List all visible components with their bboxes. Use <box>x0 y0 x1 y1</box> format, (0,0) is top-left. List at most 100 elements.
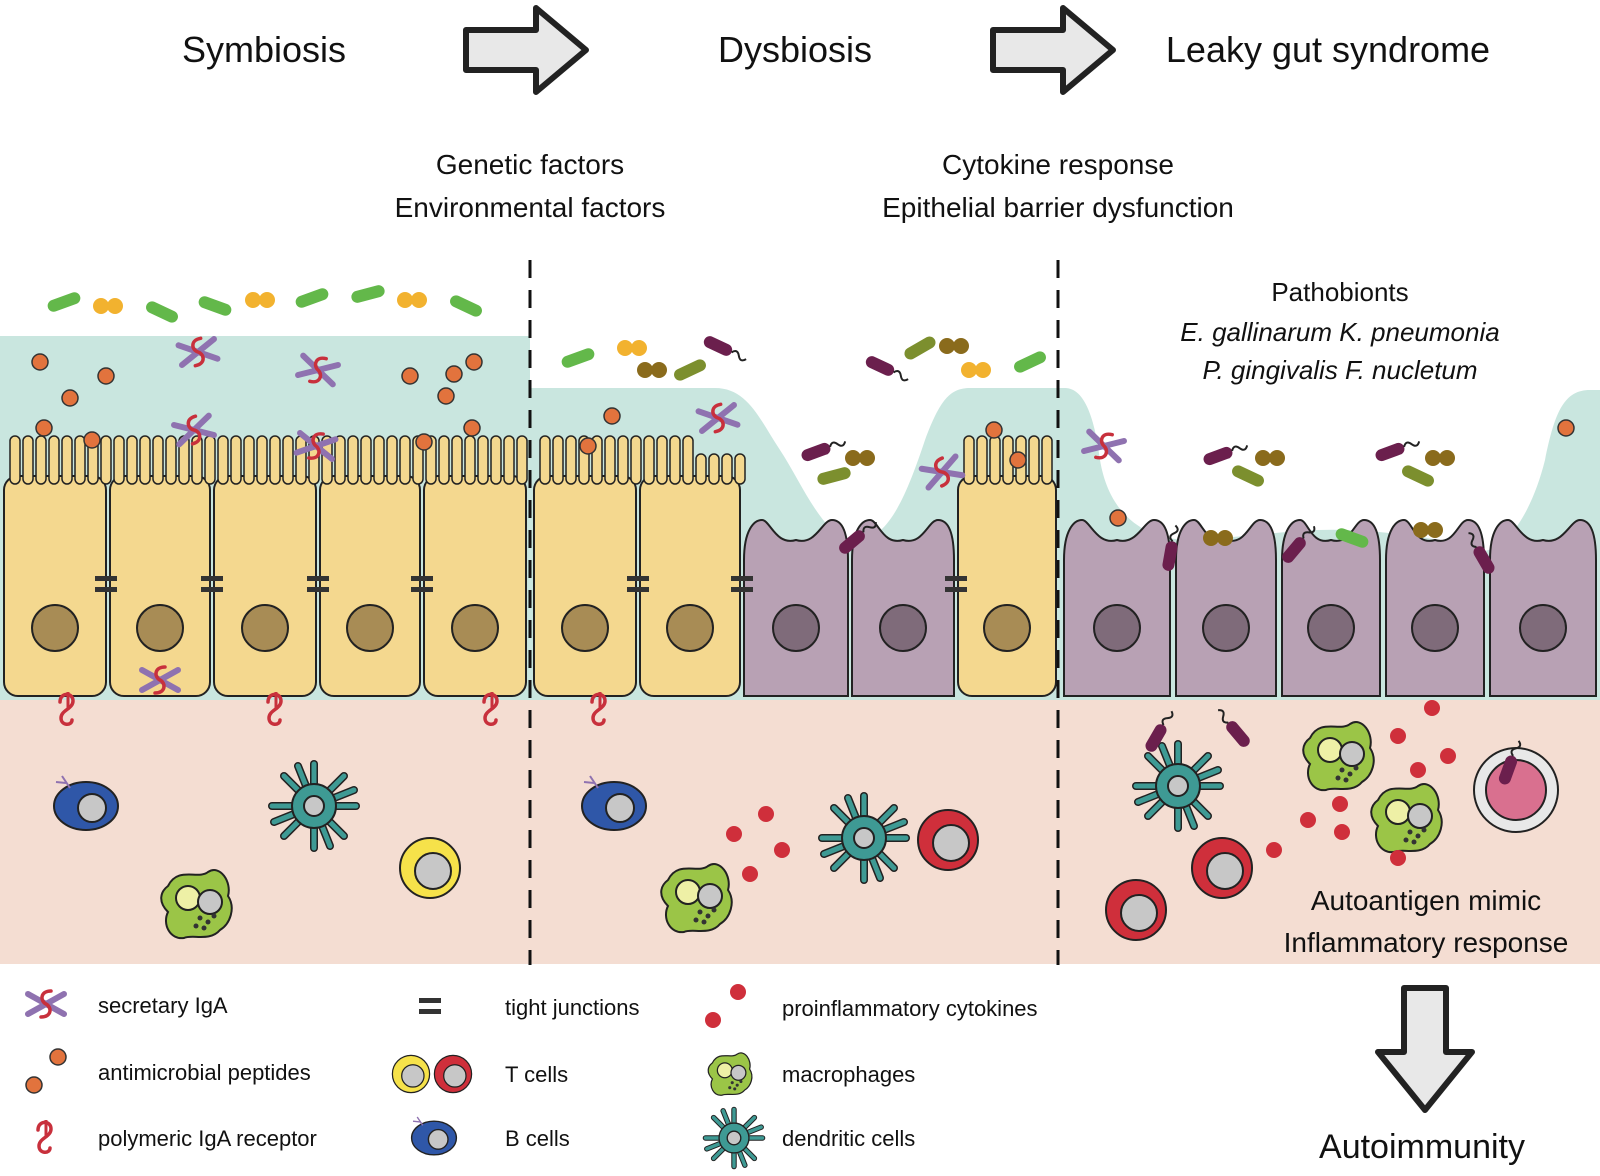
microvillus <box>191 435 203 485</box>
microvillus <box>373 435 385 485</box>
microvillus <box>126 435 138 485</box>
healthy-nucleus <box>666 604 714 652</box>
antimicrobial-peptide <box>603 407 621 425</box>
down-arrow-icon <box>1375 985 1475 1113</box>
microvillus <box>682 435 694 485</box>
olive-bacterium <box>672 357 708 383</box>
orange-diplococcus <box>961 362 991 378</box>
microvillus <box>152 435 164 485</box>
antimicrobial-peptide <box>83 431 101 449</box>
microvillus <box>976 435 988 485</box>
orange-diplococcus <box>617 340 647 356</box>
legend-tight-junction-icon <box>419 998 441 1014</box>
dendritic-cell-2 <box>822 796 906 880</box>
stage-title-symbiosis: Symbiosis <box>182 29 346 70</box>
pathobionts-line2: P. gingivalis F. nucletum <box>1202 355 1477 385</box>
cytokine <box>774 842 790 858</box>
microvillus <box>386 435 398 485</box>
microvillus <box>477 435 489 485</box>
brown-diplococcus <box>845 450 875 466</box>
microvillus <box>256 435 268 485</box>
green-bacterium <box>196 294 234 318</box>
leaky-nucleus <box>1093 604 1141 652</box>
legend-dendritic-label: dendritic cells <box>782 1126 915 1151</box>
green-bacterium <box>559 346 597 370</box>
legend-cytokines-label: proinflammatory cytokines <box>782 996 1038 1021</box>
legend-b-cell <box>410 1116 458 1156</box>
green-bacterium <box>293 286 331 310</box>
t-cell-1 <box>399 837 461 899</box>
orange-diplococcus <box>93 298 123 314</box>
microvillus <box>438 435 450 485</box>
microvillus <box>399 435 411 485</box>
leaky-nucleus <box>879 604 927 652</box>
healthy-cell <box>423 475 527 697</box>
orange-diplococcus <box>397 292 427 308</box>
microvillus <box>35 435 47 485</box>
microvillus <box>721 453 733 485</box>
factor-epithelial-dysfunction: Epithelial barrier dysfunction <box>882 192 1234 223</box>
cytokine <box>1300 812 1316 828</box>
microvillus <box>669 435 681 485</box>
microvillus <box>451 435 463 485</box>
antimicrobial-peptide <box>985 421 1003 439</box>
microvillus <box>217 435 229 485</box>
healthy-nucleus <box>136 604 184 652</box>
microvillus <box>100 435 112 485</box>
macrophage-3 <box>1302 721 1375 792</box>
antimicrobial-peptide <box>465 353 483 371</box>
microvillus <box>139 435 151 485</box>
stage-title-dysbiosis: Dysbiosis <box>718 29 872 70</box>
microvillus <box>74 435 86 485</box>
antimicrobial-peptide <box>1009 451 1027 469</box>
olive-bacterium <box>1400 463 1436 489</box>
healthy-cell <box>109 475 211 697</box>
microvillus <box>963 435 975 485</box>
epithelium-leaky <box>743 518 1597 697</box>
microvillus <box>295 435 307 485</box>
legend-tight-junctions-label: tight junctions <box>505 995 640 1020</box>
legend-b-cells-label: B cells <box>505 1126 570 1151</box>
olive-bacterium <box>816 465 852 487</box>
healthy-nucleus <box>31 604 79 652</box>
pathobiont-bacterium <box>1372 434 1423 464</box>
antimicrobial-peptide <box>31 353 49 371</box>
t-cell-3 <box>1191 837 1253 899</box>
healthy-nucleus <box>983 604 1031 652</box>
legend-macrophage <box>707 1052 753 1096</box>
brown-diplococcus <box>1413 522 1443 538</box>
microvillus <box>48 435 60 485</box>
microvillus <box>565 435 577 485</box>
autoimmunity-label: Autoimmunity <box>1319 1128 1525 1166</box>
dendritic-cell-1 <box>272 764 356 848</box>
antimicrobial-peptide <box>437 387 455 405</box>
microvillus <box>630 435 642 485</box>
microvillus <box>9 435 21 485</box>
legend-t-cell-yellow <box>391 1054 431 1094</box>
microvillus <box>552 435 564 485</box>
antimicrobial-peptide <box>35 419 53 437</box>
olive-bacterium <box>1230 463 1266 489</box>
microvillus <box>1041 435 1053 485</box>
olive-bacterium <box>902 334 938 362</box>
arrow-symbiosis-to-dysbiosis <box>466 8 586 92</box>
leaky-nucleus <box>1411 604 1459 652</box>
cytokine <box>1390 850 1406 866</box>
outcome-inflammatory: Inflammatory response <box>1284 927 1569 958</box>
cytokine <box>1266 842 1282 858</box>
cytokine <box>726 826 742 842</box>
microvillus <box>360 435 372 485</box>
healthy-nucleus <box>346 604 394 652</box>
microvillus <box>269 435 281 485</box>
microvillus <box>243 435 255 485</box>
macrophage-1 <box>160 869 233 940</box>
cytokine <box>1440 748 1456 764</box>
legend-iga-label: secretary IgA <box>98 993 228 1018</box>
factor-genetic: Genetic factors <box>436 149 624 180</box>
microvillus <box>464 435 476 485</box>
legend-cytokine-dot-2 <box>705 1012 721 1028</box>
brown-diplococcus <box>1255 450 1285 466</box>
outcome-autoantigen: Autoantigen mimic <box>1311 885 1541 916</box>
legend-t-cells-label: T cells <box>505 1062 568 1087</box>
microvillus <box>230 435 242 485</box>
